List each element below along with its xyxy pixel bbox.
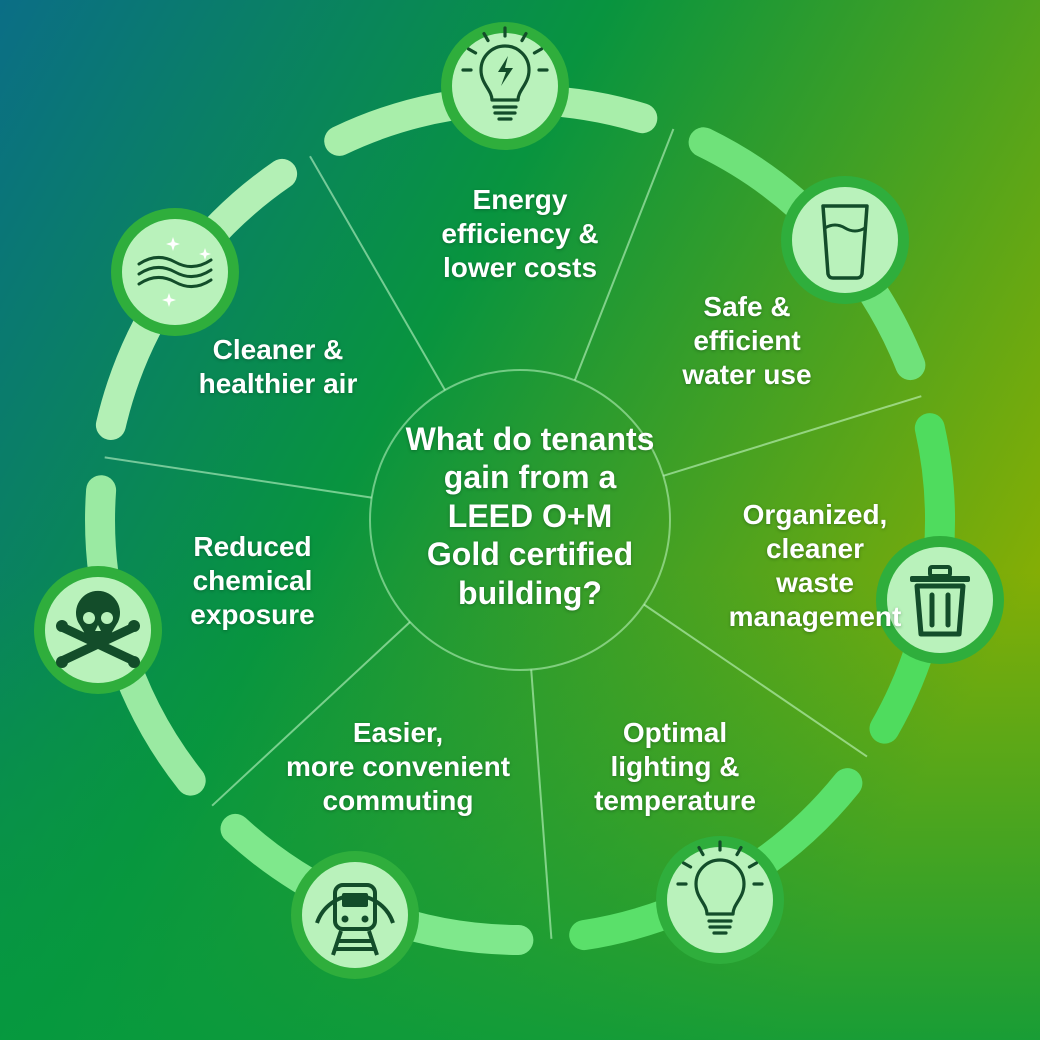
segment-divider <box>211 621 411 807</box>
trash-can-icon <box>910 565 970 637</box>
benefit-label-air: Cleaner & healthier air <box>198 334 358 400</box>
segment-dividers <box>104 128 922 939</box>
skull-crossbones-icon <box>56 590 140 668</box>
benefit-label-commuting: Easier, more convenient commuting <box>285 717 511 817</box>
center-question: What do tenants gain from a LEED O+M Gol… <box>405 421 655 611</box>
air-waves-icon <box>137 237 213 307</box>
segment-divider <box>104 456 372 499</box>
benefit-label-chemical: Reduced chemical exposure <box>190 531 315 631</box>
segment-divider <box>309 155 446 391</box>
lightbulb-bolt-icon <box>461 26 549 121</box>
segment-divider <box>530 669 553 939</box>
lightbulb-icon <box>676 840 764 935</box>
benefit-label-waste: Organized, cleaner waste management <box>728 499 902 633</box>
water-glass-icon <box>821 204 869 280</box>
benefit-icon-badge-waste <box>876 536 1004 664</box>
benefit-icon-badge-lighting <box>656 836 784 964</box>
benefit-label-lighting: Optimal lighting & temperature <box>594 717 756 817</box>
benefit-icon-badge-chemical <box>34 566 162 694</box>
benefit-icon-badge-energy <box>441 22 569 150</box>
train-icon <box>315 883 395 956</box>
benefit-icon-badge-water <box>781 176 909 304</box>
segment-divider <box>643 603 868 758</box>
segment-divider <box>663 395 922 477</box>
center-hub <box>369 369 671 671</box>
benefit-label-energy: Energy efficiency & lower costs <box>441 184 599 284</box>
benefit-label-water: Safe & efficient water use <box>682 291 812 391</box>
benefit-icon-badge-air <box>111 208 239 336</box>
benefit-icon-badge-commuting <box>291 851 419 979</box>
segment-divider <box>573 128 675 381</box>
